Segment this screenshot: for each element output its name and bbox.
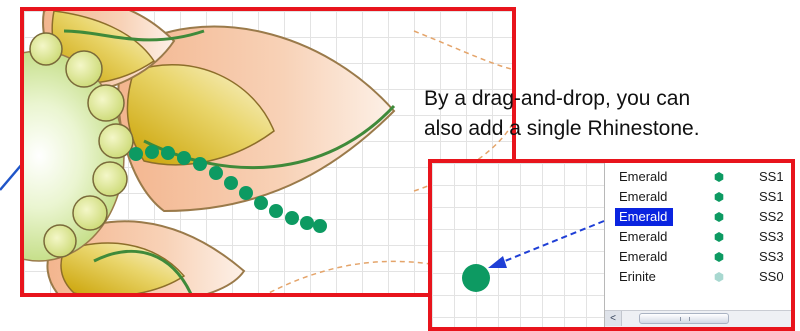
design-canvas[interactable] <box>20 7 516 297</box>
rhinestone-chain <box>129 145 327 233</box>
stone-size: SS0 <box>759 269 784 284</box>
hexagon-stone-icon <box>714 212 724 222</box>
caption-line-2: also add a single Rhinestone. <box>424 117 700 140</box>
stone-size: SS3 <box>759 249 784 264</box>
chevron-left-icon[interactable]: < <box>605 311 622 326</box>
circle-stone-icon[interactable] <box>462 264 490 292</box>
stone-name: Emerald <box>619 169 668 184</box>
stone-size: SS3 <box>759 229 784 244</box>
stone-name: Erinite <box>619 269 656 284</box>
horizontal-scrollbar[interactable]: < <box>605 310 791 327</box>
list-item[interactable]: Erinite SS0 <box>605 267 791 287</box>
stone-name: Emerald <box>619 189 668 204</box>
instruction-caption: By a drag-and-drop, you can also add a s… <box>424 84 796 144</box>
scroll-thumb[interactable] <box>639 313 729 324</box>
hexagon-stone-icon <box>714 232 724 242</box>
list-item[interactable]: Emerald SS3 <box>605 227 791 247</box>
grip-icon <box>680 317 690 321</box>
stone-size: SS1 <box>759 189 784 204</box>
stone-name: Emerald <box>619 249 668 264</box>
list-item[interactable]: Emerald SS1 <box>605 187 791 207</box>
caption-line-1: By a drag-and-drop, you can <box>424 87 691 110</box>
list-item[interactable]: Emerald SS2 <box>605 207 791 227</box>
stone-name: Emerald <box>613 207 675 227</box>
list-item[interactable]: Emerald SS1 <box>605 167 791 187</box>
stone-size: SS2 <box>759 209 784 224</box>
hexagon-stone-icon <box>714 272 724 282</box>
hexagon-stone-icon <box>714 252 724 262</box>
drop-target-canvas[interactable] <box>432 163 604 327</box>
hexagon-stone-icon <box>714 192 724 202</box>
dropped-stone[interactable] <box>432 163 604 327</box>
hexagon-stone-icon <box>714 172 724 182</box>
list-item[interactable]: Emerald SS3 <box>605 247 791 267</box>
flower-design <box>24 11 512 293</box>
stone-size: SS1 <box>759 169 784 184</box>
stone-name: Emerald <box>619 229 668 244</box>
